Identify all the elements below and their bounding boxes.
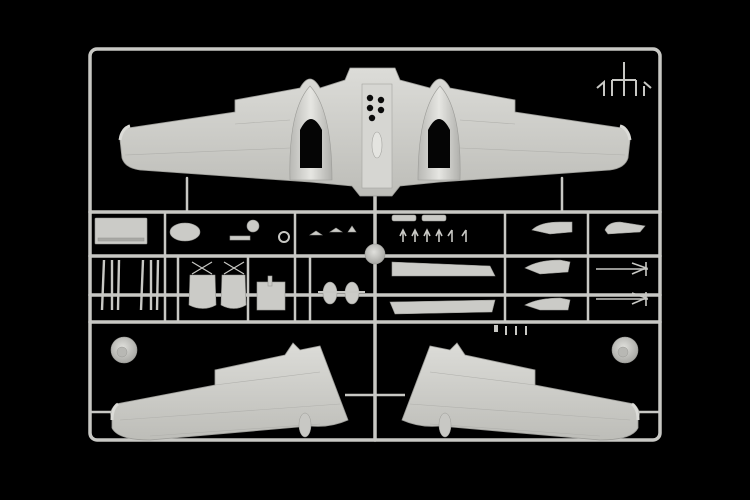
engine-cowls xyxy=(110,336,639,364)
left-outer-wing xyxy=(110,342,349,441)
sprue-frame xyxy=(88,47,662,442)
center-wing-part xyxy=(118,67,632,197)
antenna-parts xyxy=(596,62,652,96)
right-outer-wing xyxy=(401,342,640,441)
small-parts-row-2 xyxy=(100,243,649,315)
wing-gates xyxy=(90,393,660,414)
small-parts-row-1 xyxy=(94,214,646,245)
pins xyxy=(494,325,527,335)
